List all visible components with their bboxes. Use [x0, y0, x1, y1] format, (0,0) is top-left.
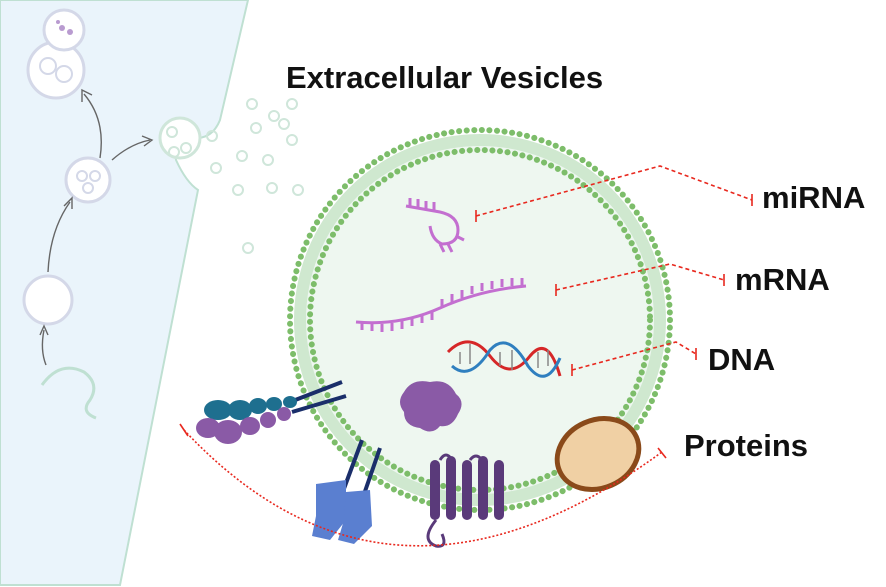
tetraspanin-complex — [196, 380, 347, 444]
pathway-arrow — [47, 201, 71, 273]
pathway-arrow-head — [81, 88, 93, 102]
lysosome-inner — [39, 57, 57, 75]
exosome-budding — [168, 146, 180, 158]
early-endosome — [22, 274, 74, 326]
integrin-receptor — [312, 439, 382, 544]
pointer-dna — [571, 341, 697, 371]
vesicle-interior — [295, 135, 665, 505]
label-pointers — [475, 165, 753, 371]
exosome-budding — [180, 142, 192, 154]
label-proteins: Proteins — [684, 428, 809, 463]
lipid-droplet — [554, 416, 642, 492]
multivesicular-body — [64, 156, 112, 204]
intraluminal-vesicle — [89, 170, 101, 182]
pathway-arrow — [111, 139, 151, 161]
pointer-proteins-tick — [657, 447, 667, 459]
lysosome-content — [67, 29, 73, 35]
mrna-molecule — [355, 278, 527, 332]
label-dna: DNA — [708, 342, 776, 377]
intraluminal-vesicle — [76, 170, 88, 182]
intraluminal-vesicle — [82, 182, 94, 194]
pathway-arrow-head — [63, 196, 73, 209]
pathway-arrow-head — [39, 324, 49, 336]
cytosolic-protein — [400, 381, 462, 432]
pointer-proteins-tick — [179, 423, 189, 437]
transmembrane-protein — [426, 453, 504, 548]
pointer-mrna — [555, 263, 725, 291]
exosome-budding — [166, 126, 178, 138]
pointer-proteins-arc — [183, 429, 663, 547]
dna-molecule — [446, 340, 562, 378]
cell-membrane-notch — [40, 366, 97, 420]
label-mirna: miRNA — [762, 180, 866, 215]
pointer-ticks — [475, 194, 753, 376]
lysosome-content — [59, 25, 65, 31]
pointer-mirna — [475, 165, 753, 217]
released-exosomes — [206, 98, 304, 254]
lysosome-content — [56, 20, 60, 24]
lysosome-inner — [55, 65, 73, 83]
label-mrna: mRNA — [735, 262, 830, 297]
pathway-arrow — [83, 93, 102, 159]
pathway-arrow-head — [141, 135, 154, 147]
pathway-arrow — [41, 329, 47, 366]
diagram-title: Extracellular Vesicles — [286, 60, 604, 95]
mirna-molecule — [405, 198, 465, 253]
